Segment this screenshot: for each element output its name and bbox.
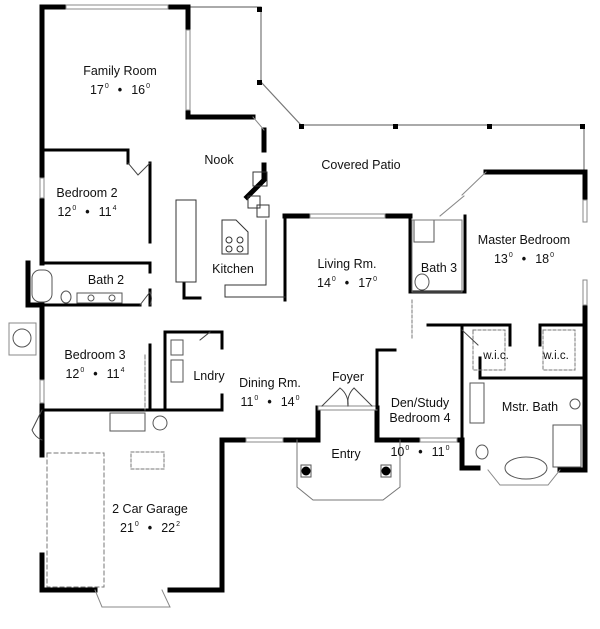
exterior-walls: [25, 4, 588, 593]
tag-laundry: Lndry: [193, 369, 225, 383]
room-name: Master Bedroom: [477, 233, 571, 247]
bath-fixtures: [8, 219, 582, 480]
room-dimensions: 130•180: [493, 252, 554, 266]
room-name: Bedroom 3: [64, 348, 126, 362]
room-label-dining-room: Dining Rm. 110•140: [239, 376, 301, 410]
room-name: Bedroom 2: [56, 186, 118, 200]
room-dimensions: 120•114: [65, 367, 125, 381]
room-dimensions: 210•222: [119, 521, 181, 535]
tag-foyer: Foyer: [332, 370, 364, 384]
patio-posts: [257, 7, 585, 129]
kitchen-counters: [175, 171, 286, 298]
tag-bath-2: Bath 2: [87, 273, 125, 287]
room-label-bedroom-2: Bedroom 2 120•114: [56, 186, 117, 220]
tag-nook: Nook: [204, 153, 234, 167]
windows: [39, 4, 588, 608]
outlines-thin: [46, 219, 576, 588]
tag-wic-right: w.i.c.: [543, 350, 569, 362]
room-label-living-room: Living Rm. 140•170: [317, 257, 377, 291]
tag-covered-patio: Covered Patio: [321, 158, 401, 172]
interior-walls: [40, 148, 587, 442]
covered-patio-outline: [187, 6, 585, 173]
tag-bath-3: Bath 3: [420, 261, 458, 275]
room-dimensions: 120•114: [57, 205, 117, 219]
room-label-family-room: Family Room 170•160: [83, 64, 157, 98]
room-dimensions: 170•160: [89, 83, 150, 97]
room-label-garage: 2 Car Garage 210•222: [112, 502, 188, 536]
room-name: Family Room: [83, 64, 157, 78]
tag-entry: Entry: [331, 447, 361, 461]
room-label-den-study-bedroom-4: Den/Study Bedroom 4 100•110: [389, 381, 450, 475]
room-label-master-bedroom: Master Bedroom 130•180: [478, 233, 570, 267]
tag-kitchen: Kitchen: [212, 262, 254, 276]
entry-columns: [301, 466, 391, 476]
room-dimensions: 100•110: [390, 445, 450, 459]
room-name: Living Rm.: [317, 257, 377, 271]
tag-master-bath: Mstr. Bath: [501, 400, 559, 414]
room-label-bedroom-3: Bedroom 3 120•114: [64, 348, 125, 382]
room-name: 2 Car Garage: [112, 502, 188, 516]
room-name: Den/Study Bedroom 4: [389, 396, 451, 425]
tag-wic-left: w.i.c.: [483, 350, 509, 362]
door-swings: [31, 162, 479, 441]
room-dimensions: 140•170: [316, 276, 378, 290]
room-name: Dining Rm.: [239, 376, 301, 390]
room-dimensions: 110•140: [240, 395, 300, 409]
